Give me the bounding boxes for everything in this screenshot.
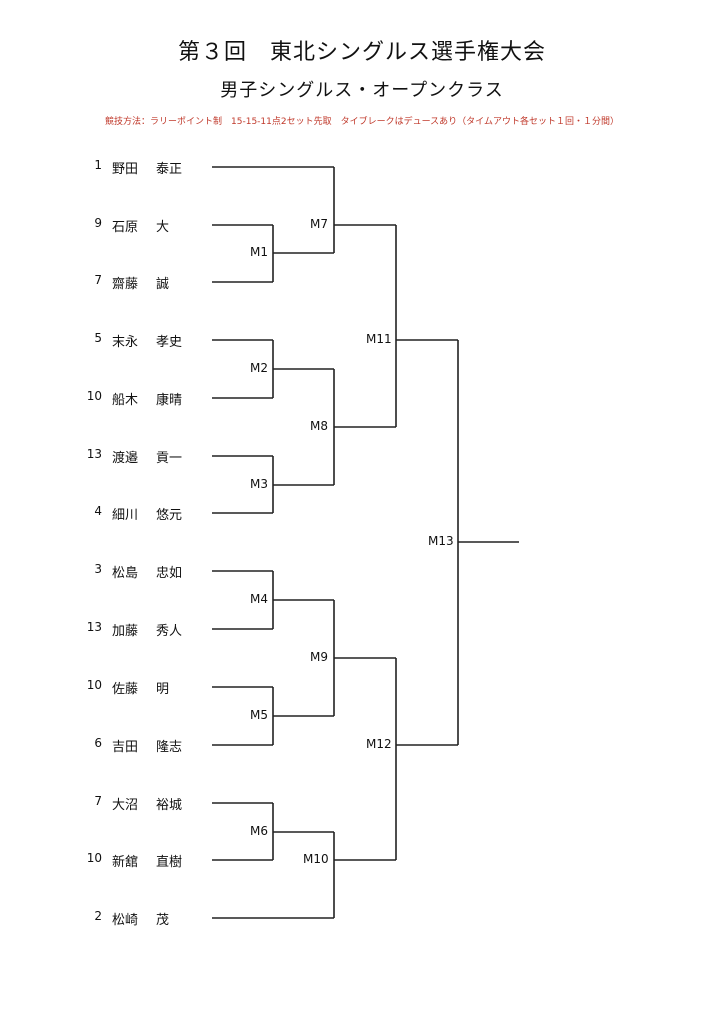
player-given-name: 孝史 [156,335,183,350]
match-label-m8: M8 [310,419,328,433]
match-label-m6: M6 [250,824,268,838]
match-label-m7: M7 [310,217,328,231]
player-surname: 齋藤 [112,277,139,292]
match-label-m2: M2 [250,361,268,375]
player-surname: 船木 [112,393,139,408]
match-label-m3: M3 [250,477,268,491]
player-seed: 10 [86,851,102,865]
player-given-name: 直樹 [156,855,183,870]
player-surname: 加藤 [112,624,139,639]
player-surname: 松崎 [112,913,139,928]
match-label-m13: M13 [428,534,454,548]
player-given-name: 大 [156,220,170,235]
player-surname: 佐藤 [112,682,139,697]
player-seed: 4 [94,504,102,518]
competition-rules: 競技方法：ラリーポイント制 15-15-11点2セット先取 タイブレークはデュー… [105,117,619,127]
player-given-name: 貢一 [156,451,183,466]
match-label-m12: M12 [366,737,392,751]
player-seed: 10 [86,678,102,692]
player-given-name: 明 [156,682,170,697]
player-surname: 細川 [112,508,139,523]
player-seed: 7 [94,273,102,287]
player-given-name: 泰正 [156,162,183,177]
player-given-name: 裕城 [156,798,183,813]
player-seed: 5 [94,331,102,345]
player-surname: 石原 [112,220,139,235]
player-surname: 野田 [112,162,139,177]
player-given-name: 悠元 [156,508,183,523]
match-label-m4: M4 [250,592,268,606]
player-seed: 1 [94,158,102,172]
player-seed: 10 [86,389,102,403]
player-given-name: 康晴 [156,393,183,408]
match-label-m5: M5 [250,708,268,722]
match-label-m1: M1 [250,245,268,259]
match-label-m11: M11 [366,332,392,346]
match-label-m10: M10 [303,852,329,866]
player-surname: 大沼 [112,798,139,813]
player-given-name: 誠 [156,277,170,292]
player-seed: 13 [86,447,102,461]
player-surname: 松島 [112,566,139,581]
player-seed: 7 [94,794,102,808]
player-seed: 3 [94,562,102,576]
event-subtitle: 男子シングルス・オープンクラス [220,80,504,101]
player-seed: 6 [94,736,102,750]
player-given-name: 隆志 [156,740,183,755]
player-surname: 吉田 [112,740,139,755]
player-surname: 末永 [112,335,139,350]
player-given-name: 茂 [156,913,170,928]
player-seed: 13 [86,620,102,634]
player-given-name: 忠如 [156,566,183,581]
player-seed: 2 [94,909,102,923]
player-seed: 9 [94,216,102,230]
page-title: 第３回 東北シングルス選手権大会 [177,40,546,65]
player-surname: 渡邉 [112,451,139,466]
player-surname: 新舘 [112,855,139,870]
player-given-name: 秀人 [156,624,183,639]
match-label-m9: M9 [310,650,328,664]
